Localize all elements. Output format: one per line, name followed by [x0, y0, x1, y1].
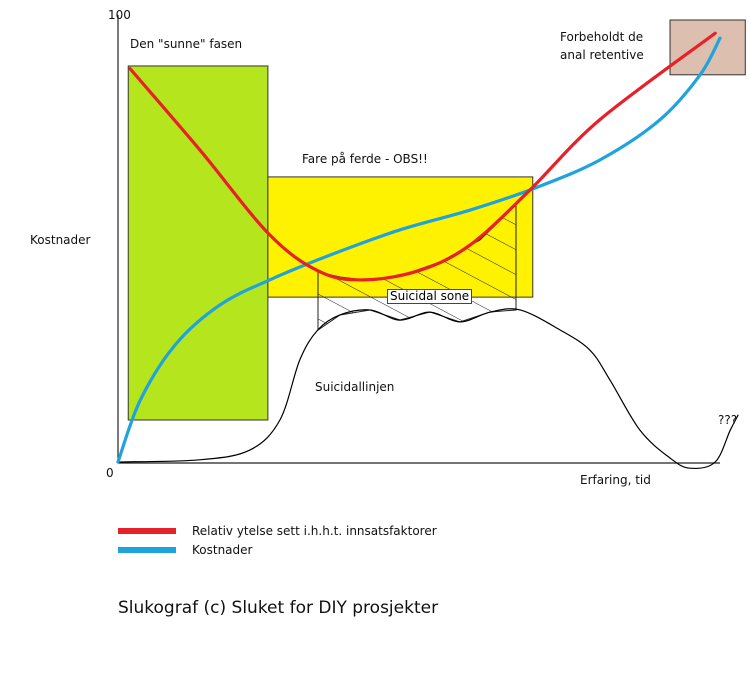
healthy-phase-label: Den "sunne" fasen [130, 37, 243, 51]
y-tick-label: 100 [108, 8, 131, 22]
x-axis-label: Erfaring, tid [580, 473, 651, 487]
reserved-label-2: anal retentive [560, 48, 644, 62]
legend-label: Relativ ytelse sett i.h.h.t. innsatsfakt… [192, 524, 437, 538]
reserved-label-1: Forbeholdt de [560, 30, 644, 44]
suicidal-zone-label: Suicidal sone [387, 289, 473, 304]
legend-label: Kostnader [192, 543, 253, 557]
legend-swatch-blue [118, 547, 176, 553]
legend-item-costs: Kostnader [118, 543, 252, 557]
y-axis-label: Kostnader [30, 233, 91, 247]
series-line-suicidal [117, 308, 739, 469]
chart-title: Slukograf (c) Sluket for DIY prosjekter [118, 598, 439, 618]
legend-item-performance: Relativ ytelse sett i.h.h.t. innsatsfakt… [118, 524, 437, 538]
question-label: ??? [718, 413, 738, 427]
series-line-costs [116, 36, 722, 464]
region-0 [127, 65, 269, 421]
series-line-performance [128, 31, 717, 282]
suicidal-line-label: Suicidallinjen [315, 380, 395, 394]
y-tick-label: 0 [106, 466, 114, 480]
danger-label: Fare på ferde - OBS!! [302, 152, 428, 166]
legend-swatch-red [118, 528, 176, 534]
region-2 [669, 19, 746, 76]
